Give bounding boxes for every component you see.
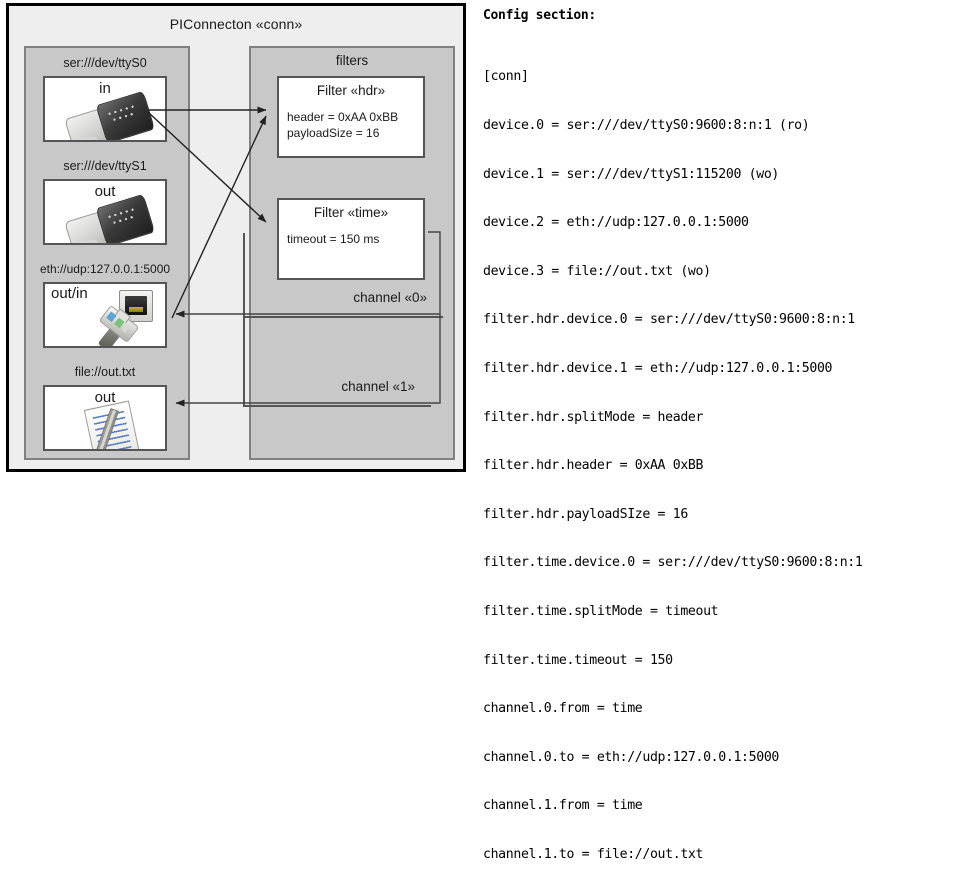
device-io-file: out <box>94 389 116 406</box>
diagram-page: PIConnecton «conn» ser:///dev/ttyS0 in s… <box>0 0 964 484</box>
filters-panel-title: filters <box>335 53 369 68</box>
device-label-ttys1: ser:///dev/ttyS1 <box>63 159 147 173</box>
ethernet-icon <box>97 290 163 346</box>
config-line: device.0 = ser:///dev/ttyS0:9600:8:n:1 (… <box>483 118 810 133</box>
config-line: channel.0.to = eth://udp:127.0.0.1:5000 <box>483 749 779 765</box>
config-line: filter.time.splitMode = timeout <box>483 603 719 619</box>
device-card-file[interactable]: out <box>43 385 167 451</box>
connector-outer-frame: PIConnecton «conn» ser:///dev/ttyS0 in s… <box>6 3 466 472</box>
device-label-ttys0: ser:///dev/ttyS0 <box>63 56 147 70</box>
config-line: [conn] <box>483 69 529 85</box>
device-io-ttys1: out <box>94 183 116 200</box>
device-card-ttys1[interactable]: out <box>43 179 167 245</box>
config-heading: Config section: <box>483 8 596 23</box>
config-line: filter.hdr.payloadSIze = 16 <box>483 506 688 522</box>
filter-time-title: Filter «time» <box>313 205 389 220</box>
config-line: device.2 = eth://udp:127.0.0.1:5000 <box>483 215 749 231</box>
page-title: PIConnecton «conn» <box>169 16 303 32</box>
channel-label-1: channel «1» <box>341 379 415 394</box>
channel-label-0: channel «0» <box>353 290 427 305</box>
device-card-ttys0[interactable]: in <box>43 76 167 142</box>
config-line: filter.hdr.device.1 = eth://udp:127.0.0.… <box>483 360 833 376</box>
device-io-ttys0: in <box>99 80 111 97</box>
devices-panel: ser:///dev/ttyS0 in ser:///dev/ttyS1 out… <box>24 46 190 460</box>
config-line: filter.hdr.device.0 = ser:///dev/ttyS0:9… <box>483 312 855 328</box>
device-io-eth: out/in <box>51 285 88 302</box>
config-line: device.3 = file://out.txt (wo) <box>483 263 711 279</box>
device-label-eth: eth://udp:127.0.0.1:5000 <box>39 262 171 276</box>
config-line: device.1 = ser:///dev/ttyS1:115200 (wo) <box>483 166 779 182</box>
config-line: filter.hdr.splitMode = header <box>483 409 704 425</box>
filter-card-hdr[interactable]: Filter «hdr» header = 0xAA 0xBB payloadS… <box>277 76 425 158</box>
config-body: [conn] device.0 = ser:///dev/ttyS0:9600:… <box>483 37 959 896</box>
device-card-eth[interactable]: out/in <box>43 282 167 348</box>
config-line: channel.1.from = time <box>483 798 643 814</box>
device-label-file: file://out.txt <box>74 365 136 379</box>
config-line: channel.1.to = file://out.txt <box>483 846 704 862</box>
config-section: Config section: [conn] device.0 = ser://… <box>481 8 959 862</box>
config-line: channel.0.from = time <box>483 701 643 717</box>
filter-hdr-prop-header: header = 0xAA 0xBB <box>287 110 399 124</box>
config-line: filter.hdr.header = 0xAA 0xBB <box>483 458 704 474</box>
channel-zone-0 <box>243 233 443 318</box>
config-line: filter.time.timeout = 150 <box>483 652 673 668</box>
filter-hdr-prop-payloadsize: payloadSize = 16 <box>287 126 380 140</box>
config-line: filter.time.device.0 = ser:///dev/ttyS0:… <box>483 555 863 571</box>
filter-hdr-title: Filter «hdr» <box>316 83 386 98</box>
